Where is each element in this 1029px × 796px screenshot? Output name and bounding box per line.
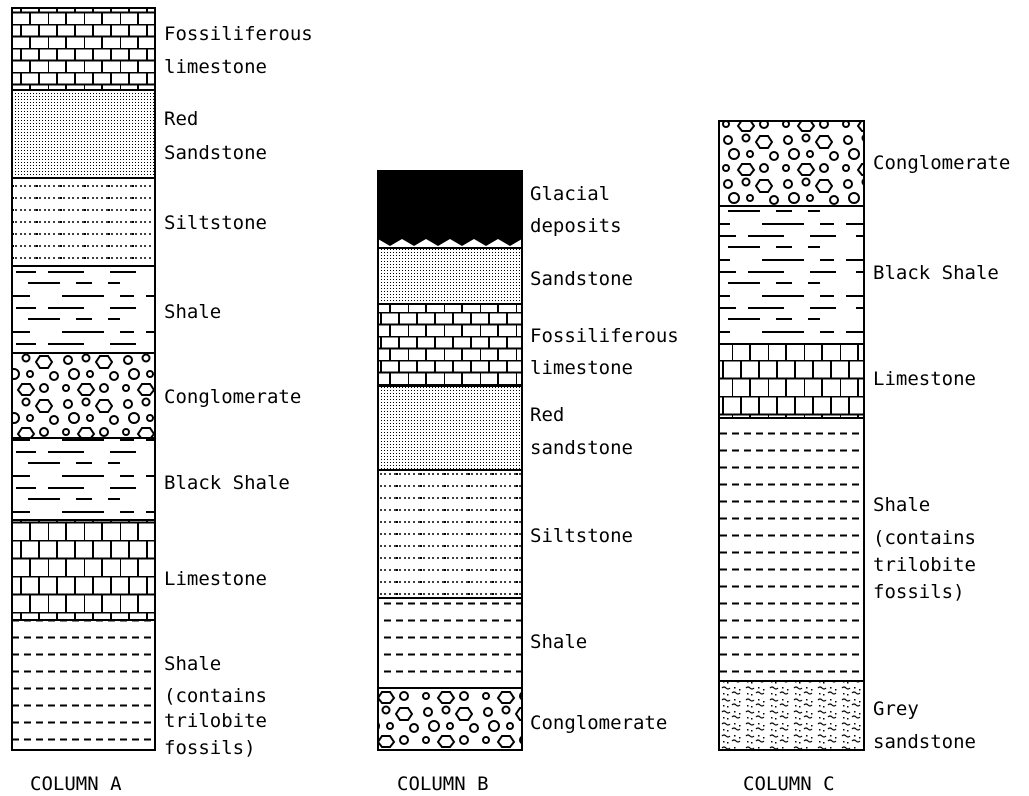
layer-fossiliferous-limestone: Fossiliferous limestone	[378, 303, 679, 386]
layer-fill	[378, 248, 522, 304]
layer-fill	[12, 438, 155, 520]
layer-conglomerate: Conglomerate	[12, 352, 301, 438]
layer-fill	[12, 90, 155, 178]
column-title: COLUMN B	[397, 773, 489, 795]
layer-label: Fossiliferous	[530, 325, 679, 347]
layer-fill	[378, 304, 522, 386]
layer-conglomerate: Conglomerate	[378, 687, 667, 750]
layer-label: Shale	[530, 631, 587, 653]
layer-label: Conglomerate	[530, 712, 667, 734]
layer-label: sandstone	[530, 437, 633, 459]
glacial-deposit-fill	[378, 171, 522, 246]
layer-shale-fine: Shale	[378, 597, 587, 688]
column-outline	[718, 120, 865, 751]
layer-label: (contains	[164, 685, 267, 707]
layer-label: (contains	[873, 527, 976, 549]
layer-fill	[12, 620, 155, 750]
layer-label: sandstone	[873, 731, 976, 753]
layer-label: Shale	[164, 653, 221, 675]
layer-fill	[12, 520, 155, 620]
layer-siltstone: Siltstone	[12, 177, 267, 266]
layer-label: limestone	[530, 357, 633, 379]
layer-glacial: Glacial deposits	[378, 170, 622, 246]
layer-label: trilobite	[873, 554, 976, 576]
layer-fossiliferous-limestone: Fossiliferous limestone	[12, 7, 313, 90]
layer-fill	[378, 470, 522, 598]
layer-fill	[378, 386, 522, 470]
layer-grey-sandstone: Grey sandstone	[719, 680, 976, 753]
layer-label: Siltstone	[530, 525, 633, 547]
layer-shale-dash: Shale	[12, 265, 221, 353]
layer-label: Glacial	[530, 183, 610, 205]
column-title: COLUMN C	[743, 773, 835, 795]
layer-label: Shale	[873, 494, 930, 516]
layer-label: deposits	[530, 215, 622, 237]
layer-shale-fine: Shale (contains trilobite fossils)	[12, 619, 267, 759]
layer-label: Conglomerate	[873, 152, 1010, 174]
layer-fill	[12, 8, 155, 90]
layer-label: Red	[530, 404, 564, 426]
layer-label: Red	[164, 108, 198, 130]
layer-limestone: Limestone	[719, 343, 976, 418]
layer-black-shale: Black Shale	[719, 205, 999, 344]
layer-label: Limestone	[164, 568, 267, 590]
layer-sandstone: Sandstone	[378, 247, 633, 304]
layer-label: Shale	[164, 301, 221, 323]
layer-fill	[719, 418, 864, 681]
layer-limestone: Limestone	[12, 519, 267, 620]
layer-label: Conglomerate	[164, 386, 301, 408]
layer-fill	[719, 681, 864, 750]
layer-black-shale: Black Shale	[12, 437, 290, 520]
layer-fill	[12, 266, 155, 353]
layer-label: Grey	[873, 698, 919, 720]
layer-fill	[12, 178, 155, 266]
layer-label: Limestone	[873, 368, 976, 390]
layer-label: Siltstone	[164, 212, 267, 234]
layer-shale-fine: Shale (contains trilobite fossils)	[719, 417, 976, 681]
layer-fill	[378, 598, 522, 688]
column-title: COLUMN A	[30, 773, 122, 795]
column-outline	[11, 7, 156, 751]
layer-label: trilobite	[164, 710, 267, 732]
layer-label: fossils)	[873, 581, 965, 603]
layer-label: Sandstone	[164, 142, 267, 164]
layer-fill	[719, 344, 864, 418]
layer-conglomerate: Conglomerate	[719, 120, 1010, 206]
column-a: Fossiliferous limestoneRedSandstoneSiltst…	[11, 7, 313, 795]
column-outline	[377, 170, 523, 751]
layer-fill	[12, 353, 155, 438]
layer-fill	[719, 121, 864, 206]
layer-label: Fossiliferous	[164, 23, 313, 45]
layer-label: limestone	[164, 56, 267, 78]
layer-siltstone: Siltstone	[378, 469, 633, 598]
layer-label: fossils)	[164, 737, 256, 759]
layer-fill	[719, 206, 864, 344]
layer-fill	[378, 688, 522, 750]
layer-label: Black Shale	[873, 262, 999, 284]
layer-label: Sandstone	[530, 268, 633, 290]
layer-sandstone: Red sandstone	[378, 385, 633, 470]
layer-label: Black Shale	[164, 472, 290, 494]
